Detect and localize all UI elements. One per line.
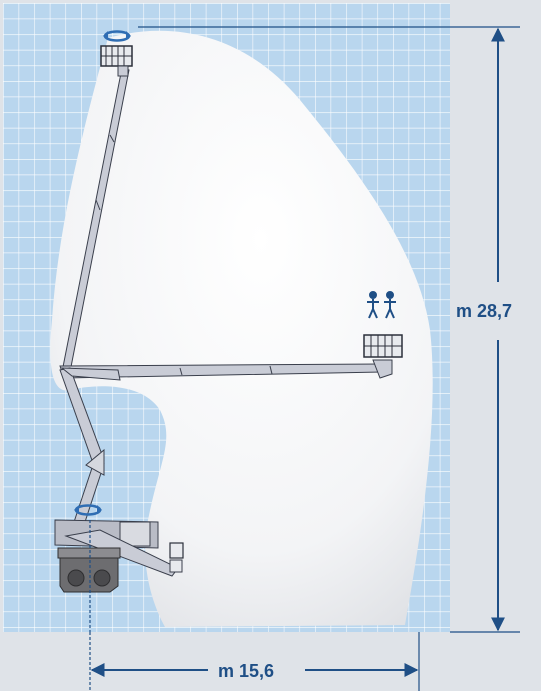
two-people-icon: [367, 291, 396, 319]
height-value: m 28,7: [456, 301, 512, 321]
boom-horizontal: [59, 291, 403, 379]
boom-vertical: [61, 30, 133, 373]
reach-dimension: m 15,6: [89, 632, 420, 691]
height-dimension: m 28,7: [138, 26, 520, 633]
rotation-arrow-icon: [74, 504, 102, 516]
rotation-arrow-icon: [103, 30, 131, 42]
outrigger-pad: [169, 559, 183, 573]
basket-stowed: [169, 542, 184, 559]
reach-value: m 15,6: [218, 661, 274, 681]
lower-arms: [59, 367, 121, 526]
chassis: [54, 519, 184, 593]
working-envelope: [50, 30, 433, 628]
